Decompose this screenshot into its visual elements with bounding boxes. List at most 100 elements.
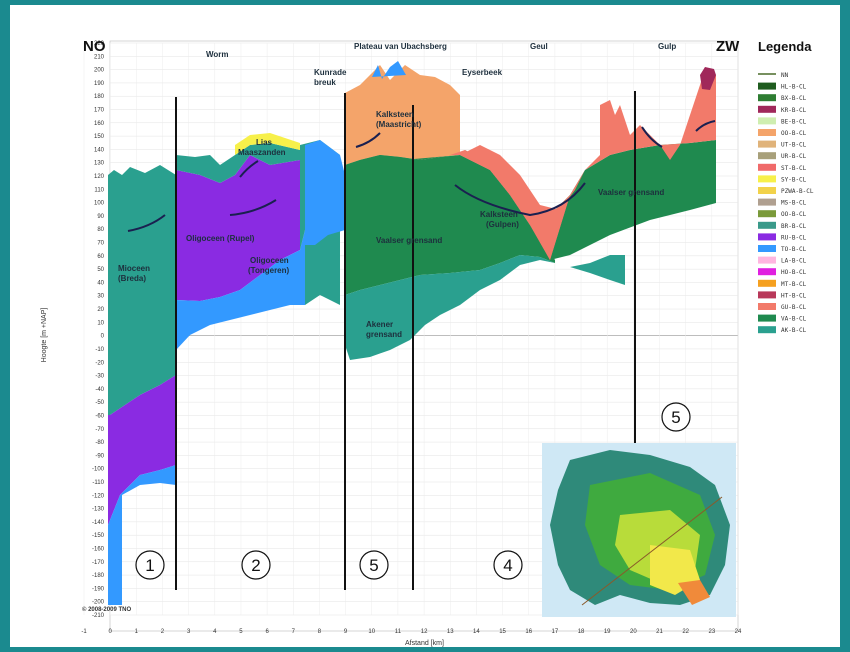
y-tick-label: 190 bbox=[94, 81, 105, 87]
legend-item-label: HL-B-CL bbox=[781, 84, 807, 91]
y-tick-label: -10 bbox=[95, 347, 104, 353]
y-tick-label: -100 bbox=[92, 467, 105, 473]
legend-swatch bbox=[758, 256, 776, 264]
layer-vaalser-grensand-center bbox=[345, 140, 716, 260]
y-tick-label: -30 bbox=[95, 374, 104, 380]
y-tick-label: -80 bbox=[95, 440, 104, 446]
x-tick-label: 15 bbox=[499, 629, 506, 635]
zone-marker-circle bbox=[135, 550, 165, 580]
y-tick-label: -160 bbox=[92, 546, 105, 552]
legend-item-label: VA-B-CL bbox=[781, 316, 807, 323]
layer-akener-grensand bbox=[345, 255, 625, 360]
y-tick-label: -120 bbox=[92, 493, 105, 499]
legend: NNHL-B-CLBX-B-CLKR-B-CLBE-B-CLOO-B-CLUT-… bbox=[758, 72, 814, 334]
unit-label-kalksteen-gulpen-1: Kalksteen bbox=[480, 210, 518, 219]
inset-map bbox=[542, 443, 736, 617]
legend-swatch bbox=[758, 105, 776, 113]
top-label-worm: Worm bbox=[206, 50, 229, 59]
legend-item-label: UR-B-CL bbox=[781, 153, 807, 160]
layer-blue-lower-left bbox=[108, 465, 176, 605]
x-tick-label: 3 bbox=[187, 629, 191, 635]
x-tick-label: 4 bbox=[213, 629, 217, 635]
layer-lias-maaszanden bbox=[235, 133, 300, 155]
zone-marker-circle bbox=[241, 550, 271, 580]
legend-swatch bbox=[758, 187, 776, 194]
y-tick-label: 100 bbox=[94, 201, 105, 207]
inset-map-orange-zone bbox=[678, 580, 710, 605]
x-tick-label: -1 bbox=[81, 629, 87, 635]
x-tick-label: 11 bbox=[395, 629, 402, 635]
corner-label-left: NO bbox=[83, 38, 106, 55]
legend-swatch bbox=[758, 175, 776, 183]
legend-item-label: BE-B-CL bbox=[781, 118, 807, 125]
x-tick-label: 22 bbox=[682, 629, 689, 635]
legend-item-label: GU-B-CL bbox=[781, 304, 807, 311]
y-tick-label: -70 bbox=[95, 427, 104, 433]
x-tick-label: 13 bbox=[447, 629, 454, 635]
y-tick-label: -130 bbox=[92, 507, 105, 513]
top-label-kunrade-2: breuk bbox=[314, 78, 336, 87]
x-tick-label: 20 bbox=[630, 629, 637, 635]
legend-swatch bbox=[758, 326, 776, 334]
top-label-eyserbeek: Eyserbeek bbox=[462, 68, 503, 77]
x-axis-label: Afstand [km] bbox=[405, 640, 444, 647]
y-tick-label: -150 bbox=[92, 533, 105, 539]
legend-item-label: HO-B-CL bbox=[781, 269, 807, 276]
zone-marker-circle bbox=[493, 550, 523, 580]
y-tick-label: -90 bbox=[95, 453, 104, 459]
arrow-icon bbox=[127, 214, 166, 232]
y-tick-label: -50 bbox=[95, 400, 104, 406]
zone-marker-circle bbox=[359, 550, 389, 580]
geology-layers bbox=[108, 61, 716, 605]
legend-swatch bbox=[758, 314, 776, 322]
legend-item-label: TO-B-CL bbox=[781, 246, 807, 253]
y-tick-label: 110 bbox=[94, 187, 104, 193]
unit-label-lias-2: Maaszanden bbox=[238, 148, 286, 157]
y-tick-label: 50 bbox=[97, 267, 104, 273]
legend-swatch bbox=[758, 163, 776, 171]
unit-label-mioceen-2: (Breda) bbox=[118, 274, 146, 283]
x-tick-label: 7 bbox=[292, 629, 296, 635]
legend-swatch bbox=[758, 129, 776, 136]
legend-item-label: AK-B-CL bbox=[781, 327, 807, 334]
unit-label-mioceen-1: Mioceen bbox=[118, 264, 150, 273]
legend-item-label: ST-B-CL bbox=[781, 165, 807, 172]
y-tick-label: 140 bbox=[94, 147, 105, 153]
legend-swatch bbox=[758, 82, 776, 90]
legend-swatch bbox=[758, 140, 776, 148]
x-tick-label: 12 bbox=[421, 629, 428, 635]
legend-swatch bbox=[758, 291, 776, 299]
unit-label-vaalser-grensand-2: Vaalser grensand bbox=[598, 188, 664, 197]
zone-marker-label: 5 bbox=[671, 408, 680, 427]
y-tick-label: -180 bbox=[92, 573, 105, 579]
y-tick-label: -40 bbox=[95, 387, 104, 393]
legend-swatch bbox=[758, 245, 776, 252]
legend-item-label: NN bbox=[781, 72, 789, 79]
legend-swatch bbox=[758, 303, 776, 310]
x-tick-label: 1 bbox=[135, 629, 139, 635]
x-tick-label: 6 bbox=[265, 629, 269, 635]
y-tick-label: 40 bbox=[97, 280, 104, 286]
y-tick-label: -170 bbox=[92, 560, 105, 566]
y-tick-label: 220 bbox=[94, 41, 105, 47]
x-tick-label: 19 bbox=[604, 629, 611, 635]
unit-label-kalksteen-gulpen-2: (Gulpen) bbox=[486, 220, 519, 229]
zone-marker-circle bbox=[661, 402, 691, 432]
inset-map-section-line bbox=[581, 496, 723, 606]
flow-arrows bbox=[127, 120, 716, 232]
x-tick-label: 5 bbox=[239, 629, 243, 635]
y-tick-label: -200 bbox=[92, 600, 105, 606]
unit-label-oligoceen-rupel: Oligoceen (Rupel) bbox=[186, 234, 255, 243]
unit-label-oligoceen-tongeren-2: (Tongeren) bbox=[248, 266, 290, 275]
y-axis-ticks: 2202102001901801701601501401301201101009… bbox=[92, 41, 105, 619]
legend-item-label: HT-B-CL bbox=[781, 292, 807, 299]
y-tick-label: 200 bbox=[94, 68, 105, 74]
zone-boundaries bbox=[175, 91, 636, 590]
x-tick-label: 24 bbox=[735, 629, 742, 635]
legend-swatch bbox=[758, 198, 776, 206]
layer-kalksteen-maastricht bbox=[345, 65, 460, 165]
y-tick-label: 130 bbox=[94, 161, 105, 167]
legend-item-label: BR-B-CL bbox=[781, 223, 807, 230]
layer-kalksteen-maastricht-top bbox=[372, 61, 406, 79]
